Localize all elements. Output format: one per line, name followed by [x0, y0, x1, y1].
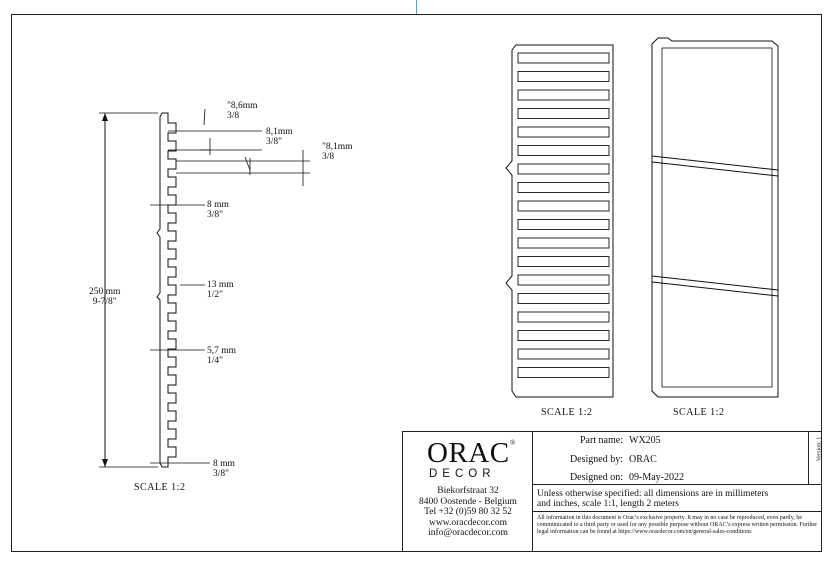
- back-view-outline: [651, 37, 779, 398]
- sheet-top-marker: [416, 0, 417, 14]
- front-rib-1: [517, 52, 610, 64]
- front-rib-4: [517, 108, 610, 119]
- front-rib-18: [517, 367, 610, 378]
- front-rib-15: [517, 311, 610, 323]
- front-rib-16: [517, 330, 610, 341]
- profile-outline: [156, 112, 177, 468]
- front-rib-2: [517, 71, 610, 82]
- front-rib-7: [517, 163, 610, 175]
- front-view-outline: [505, 44, 614, 398]
- dim-leader-3: [244, 156, 251, 171]
- front-rib-13: [517, 274, 610, 286]
- arrow-bottom: [102, 459, 108, 467]
- version-label: Version: 1: [816, 436, 823, 462]
- front-rib-8: [517, 182, 610, 193]
- front-rib-5: [517, 126, 610, 138]
- orac-decor-logo: ORAC ® DECOR: [427, 437, 516, 480]
- arrow-top: [102, 113, 108, 121]
- front-rib-3: [517, 89, 610, 101]
- front-rib-12: [517, 256, 610, 267]
- title-block: ORAC ® DECOR Biekorfstraat 32 8400 Ooste…: [402, 431, 822, 552]
- back-groove-2: [651, 275, 779, 297]
- front-rib-6: [517, 145, 610, 156]
- front-rib-9: [517, 200, 610, 212]
- front-rib-10: [517, 219, 610, 230]
- dim-leader-1: [203, 108, 206, 126]
- profile-scale: SCALE 1:2: [134, 482, 186, 493]
- part-name-row: Part name:WX205: [579, 435, 661, 446]
- back-view-scale: SCALE 1:2: [673, 407, 725, 418]
- front-rib-17: [517, 348, 610, 360]
- designed-on-row: Designed on:09-May-2022: [569, 472, 684, 483]
- front-rib-14: [517, 293, 610, 304]
- front-view-scale: SCALE 1:2: [541, 407, 593, 418]
- front-rib-11: [517, 237, 610, 249]
- back-groove-1: [651, 155, 779, 177]
- company-address: Biekorfstraat 32 8400 Oostende - Belgium…: [419, 486, 517, 538]
- legal-notice: All information in this document is Orac…: [537, 515, 818, 535]
- back-view-inner: [661, 47, 773, 388]
- specification-note: Unless otherwise specified: all dimensio…: [537, 489, 769, 509]
- designed-by-row: Designed by:ORAC: [569, 454, 657, 465]
